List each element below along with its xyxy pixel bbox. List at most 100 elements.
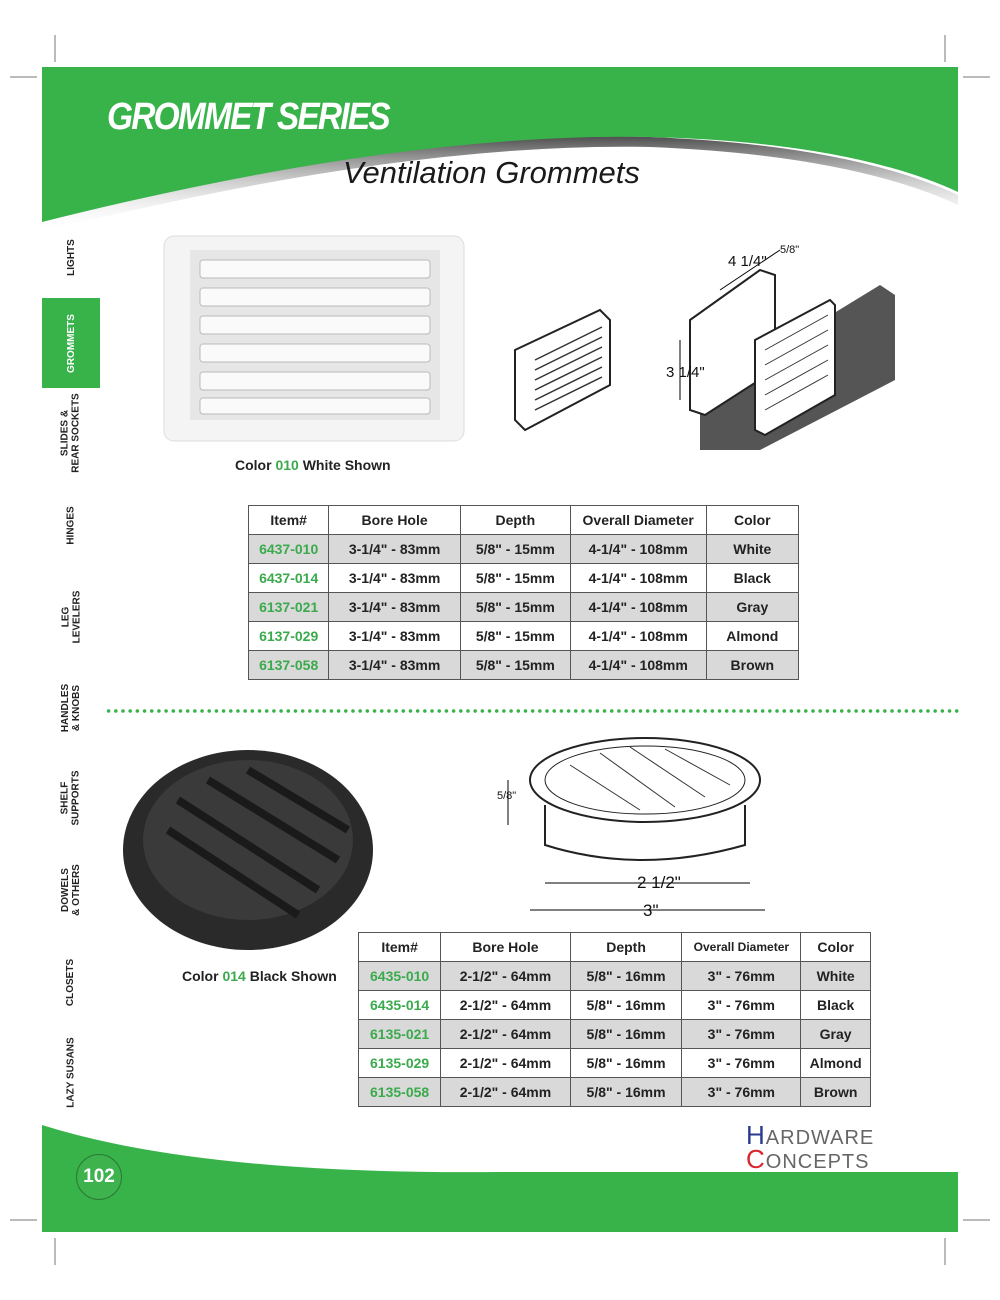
table-cell: 2-1/2" - 64mm — [440, 1048, 571, 1078]
page-title: GROMMET SERIES — [107, 96, 391, 138]
grommet-side-drawing — [514, 308, 611, 432]
column-header: Color — [800, 932, 871, 962]
item-number-cell: 6135-029 — [357, 1048, 442, 1078]
section-divider — [105, 709, 960, 713]
table-cell: 2-1/2" - 64mm — [440, 1019, 571, 1049]
sidebar-label: LEG LEVELERS — [59, 590, 82, 644]
table-cell: 4-1/4" - 108mm — [569, 650, 707, 680]
sidebar-item-lazy-susans[interactable]: LAZY SUSANS — [42, 1032, 100, 1112]
sidebar-item-grommets[interactable]: GROMMETS — [42, 298, 100, 388]
dim-bore-label: 2 1/2" — [637, 873, 681, 892]
table-cell: 3" - 76mm — [681, 1019, 802, 1049]
table-cell: 5/8" - 15mm — [459, 621, 571, 651]
table-cell: 3" - 76mm — [681, 1048, 802, 1078]
table-cell: 5/8" - 16mm — [569, 1048, 683, 1078]
sidebar-label: HINGES — [65, 505, 77, 545]
table-cell: Brown — [705, 650, 800, 680]
item-number-cell: 6437-010 — [247, 534, 330, 564]
column-header: Depth — [569, 932, 683, 962]
column-header: Color — [705, 505, 800, 535]
item-number-cell: 6437-014 — [247, 563, 330, 593]
sidebar-label: LIGHTS — [65, 238, 77, 276]
column-header: Bore Hole — [328, 505, 461, 535]
sidebar-item-shelf-supports[interactable]: SHELF SUPPORTS — [42, 758, 100, 838]
table-cell: 5/8" - 16mm — [569, 961, 683, 991]
item-number-cell: 6137-029 — [247, 621, 330, 651]
sidebar-label: CLOSETS — [65, 958, 77, 1006]
column-header: Bore Hole — [440, 932, 571, 962]
table-cell: 3-1/4" - 83mm — [328, 621, 461, 651]
table-cell: 4-1/4" - 108mm — [569, 534, 707, 564]
item-number-cell: 6435-014 — [357, 990, 442, 1020]
table-cell: Black — [705, 563, 800, 593]
white-grommet-photo — [163, 235, 465, 442]
table-cell: Almond — [705, 621, 800, 651]
table-cell: White — [705, 534, 800, 564]
table-cell: 5/8" - 16mm — [569, 1077, 683, 1107]
dim-width-label: 4 1/4" — [728, 253, 767, 270]
table-cell: 3" - 76mm — [681, 1077, 802, 1107]
table-cell: 4-1/4" - 108mm — [569, 621, 707, 651]
sidebar-label: SHELF SUPPORTS — [59, 770, 82, 826]
sidebar-item-handles[interactable]: HANDLES & KNOBS — [42, 668, 100, 748]
table-cell: Gray — [800, 1019, 871, 1049]
table-cell: 5/8" - 16mm — [569, 990, 683, 1020]
sidebar-label: SLIDES & REAR SOCKETS — [60, 393, 83, 473]
table-cell: White — [800, 961, 871, 991]
header-band — [42, 67, 958, 232]
page-number: 102 — [76, 1154, 122, 1200]
column-header: Overall Diameter — [681, 932, 802, 962]
sidebar-item-hinges[interactable]: HINGES — [42, 485, 100, 565]
dim-depth-label-2: 5/8" — [497, 790, 517, 802]
sidebar-item-leg-levelers[interactable]: LEG LEVELERS — [42, 577, 100, 657]
grommet-install-diagram — [679, 249, 895, 450]
column-header: Item# — [247, 505, 330, 535]
sidebar-label: GROMMETS — [65, 313, 77, 373]
sidebar-item-slides[interactable]: SLIDES & REAR SOCKETS — [42, 390, 100, 476]
table-cell: 5/8" - 15mm — [459, 534, 571, 564]
sidebar-label: DOWELS & OTHERS — [59, 864, 82, 916]
footer-band — [42, 1125, 958, 1232]
table-cell: Gray — [705, 592, 800, 622]
table-cell: 3" - 76mm — [681, 961, 802, 991]
table-cell: 3" - 76mm — [681, 990, 802, 1020]
caption-black: Color 014 Black Shown — [182, 968, 337, 984]
table-cell: 3-1/4" - 83mm — [328, 563, 461, 593]
item-number-cell: 6435-010 — [357, 961, 442, 991]
sidebar-item-dowels[interactable]: DOWELS & OTHERS — [42, 850, 100, 930]
sidebar-label: HANDLES & KNOBS — [60, 683, 82, 733]
caption-white: Color 010 White Shown — [235, 457, 391, 473]
table-cell: 3-1/4" - 83mm — [328, 592, 461, 622]
column-header: Depth — [459, 505, 571, 535]
sidebar-item-lights[interactable]: LIGHTS — [42, 222, 100, 292]
table-cell: 5/8" - 15mm — [459, 592, 571, 622]
dim-overall-label: 3" — [643, 901, 659, 920]
table-cell: Almond — [800, 1048, 871, 1078]
table-cell: 2-1/2" - 64mm — [440, 1077, 571, 1107]
item-number-cell: 6135-058 — [357, 1077, 442, 1107]
table-cell: Brown — [800, 1077, 871, 1107]
sidebar-item-closets[interactable]: CLOSETS — [42, 942, 100, 1022]
table-cell: 5/8" - 15mm — [459, 563, 571, 593]
black-grommet-photo — [123, 750, 373, 950]
table-cell: 5/8" - 16mm — [569, 1019, 683, 1049]
sidebar-label: LAZY SUSANS — [65, 1036, 77, 1108]
table-cell: Black — [800, 990, 871, 1020]
page-subtitle: Ventilation Grommets — [343, 155, 640, 190]
item-number-cell: 6135-021 — [357, 1019, 442, 1049]
dim-depth-label: 5/8" — [780, 244, 800, 256]
table-cell: 4-1/4" - 108mm — [569, 592, 707, 622]
item-number-cell: 6137-021 — [247, 592, 330, 622]
